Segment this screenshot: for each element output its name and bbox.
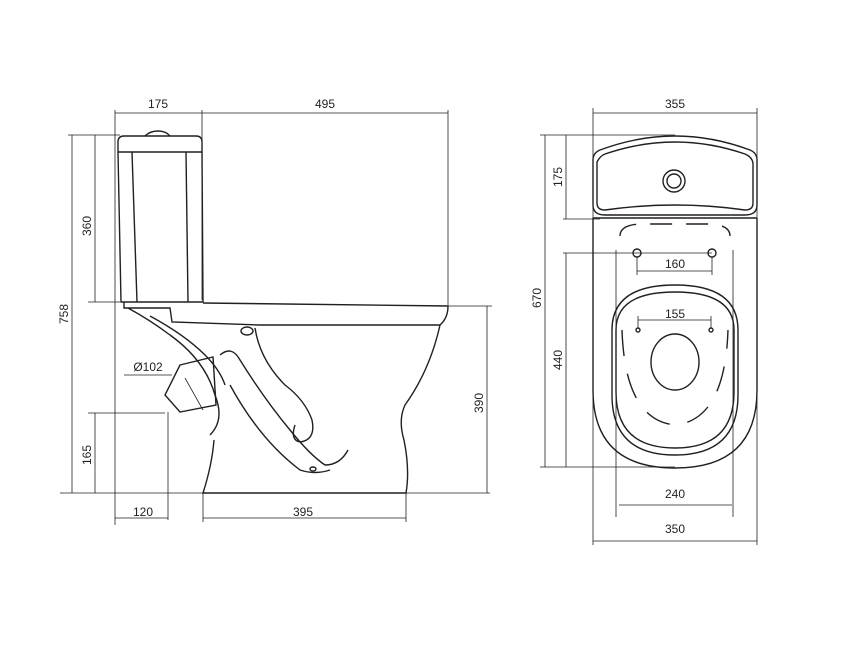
dim-total-height: 758 (57, 304, 71, 324)
dim-tank-height: 360 (80, 216, 94, 236)
bowl-side (123, 302, 449, 494)
dim-base-width: 240 (665, 487, 685, 501)
dim-seat-height: 390 (472, 393, 486, 413)
dim-base-length: 395 (293, 505, 313, 519)
bowl-top (592, 218, 758, 469)
cistern-side (117, 130, 204, 303)
dim-bowl-length: 495 (315, 97, 335, 111)
dim-tank-width: 355 (665, 97, 685, 111)
top-view: 355 670 175 440 160 155 240 350 (530, 97, 758, 545)
side-dimensions: 175 495 758 360 165 390 Ø102 120 395 (57, 97, 492, 525)
dim-tank-depth: 175 (148, 97, 168, 111)
dim-seat-hole-spacing: 155 (665, 307, 685, 321)
top-dimensions: 355 670 175 440 160 155 240 350 (530, 97, 758, 545)
dim-total-length: 670 (530, 288, 544, 308)
dim-outlet-height: 165 (80, 445, 94, 465)
dim-bowl-length-top: 440 (551, 350, 565, 370)
dim-bowl-width: 350 (665, 522, 685, 536)
dim-outlet-offset: 120 (133, 505, 153, 519)
side-view: 175 495 758 360 165 390 Ø102 120 395 (57, 97, 492, 525)
cistern-top (592, 135, 758, 219)
dim-hinge-spacing: 160 (665, 257, 685, 271)
dim-tank-depth-top: 175 (551, 167, 565, 187)
dim-outlet-diameter: Ø102 (133, 360, 163, 374)
